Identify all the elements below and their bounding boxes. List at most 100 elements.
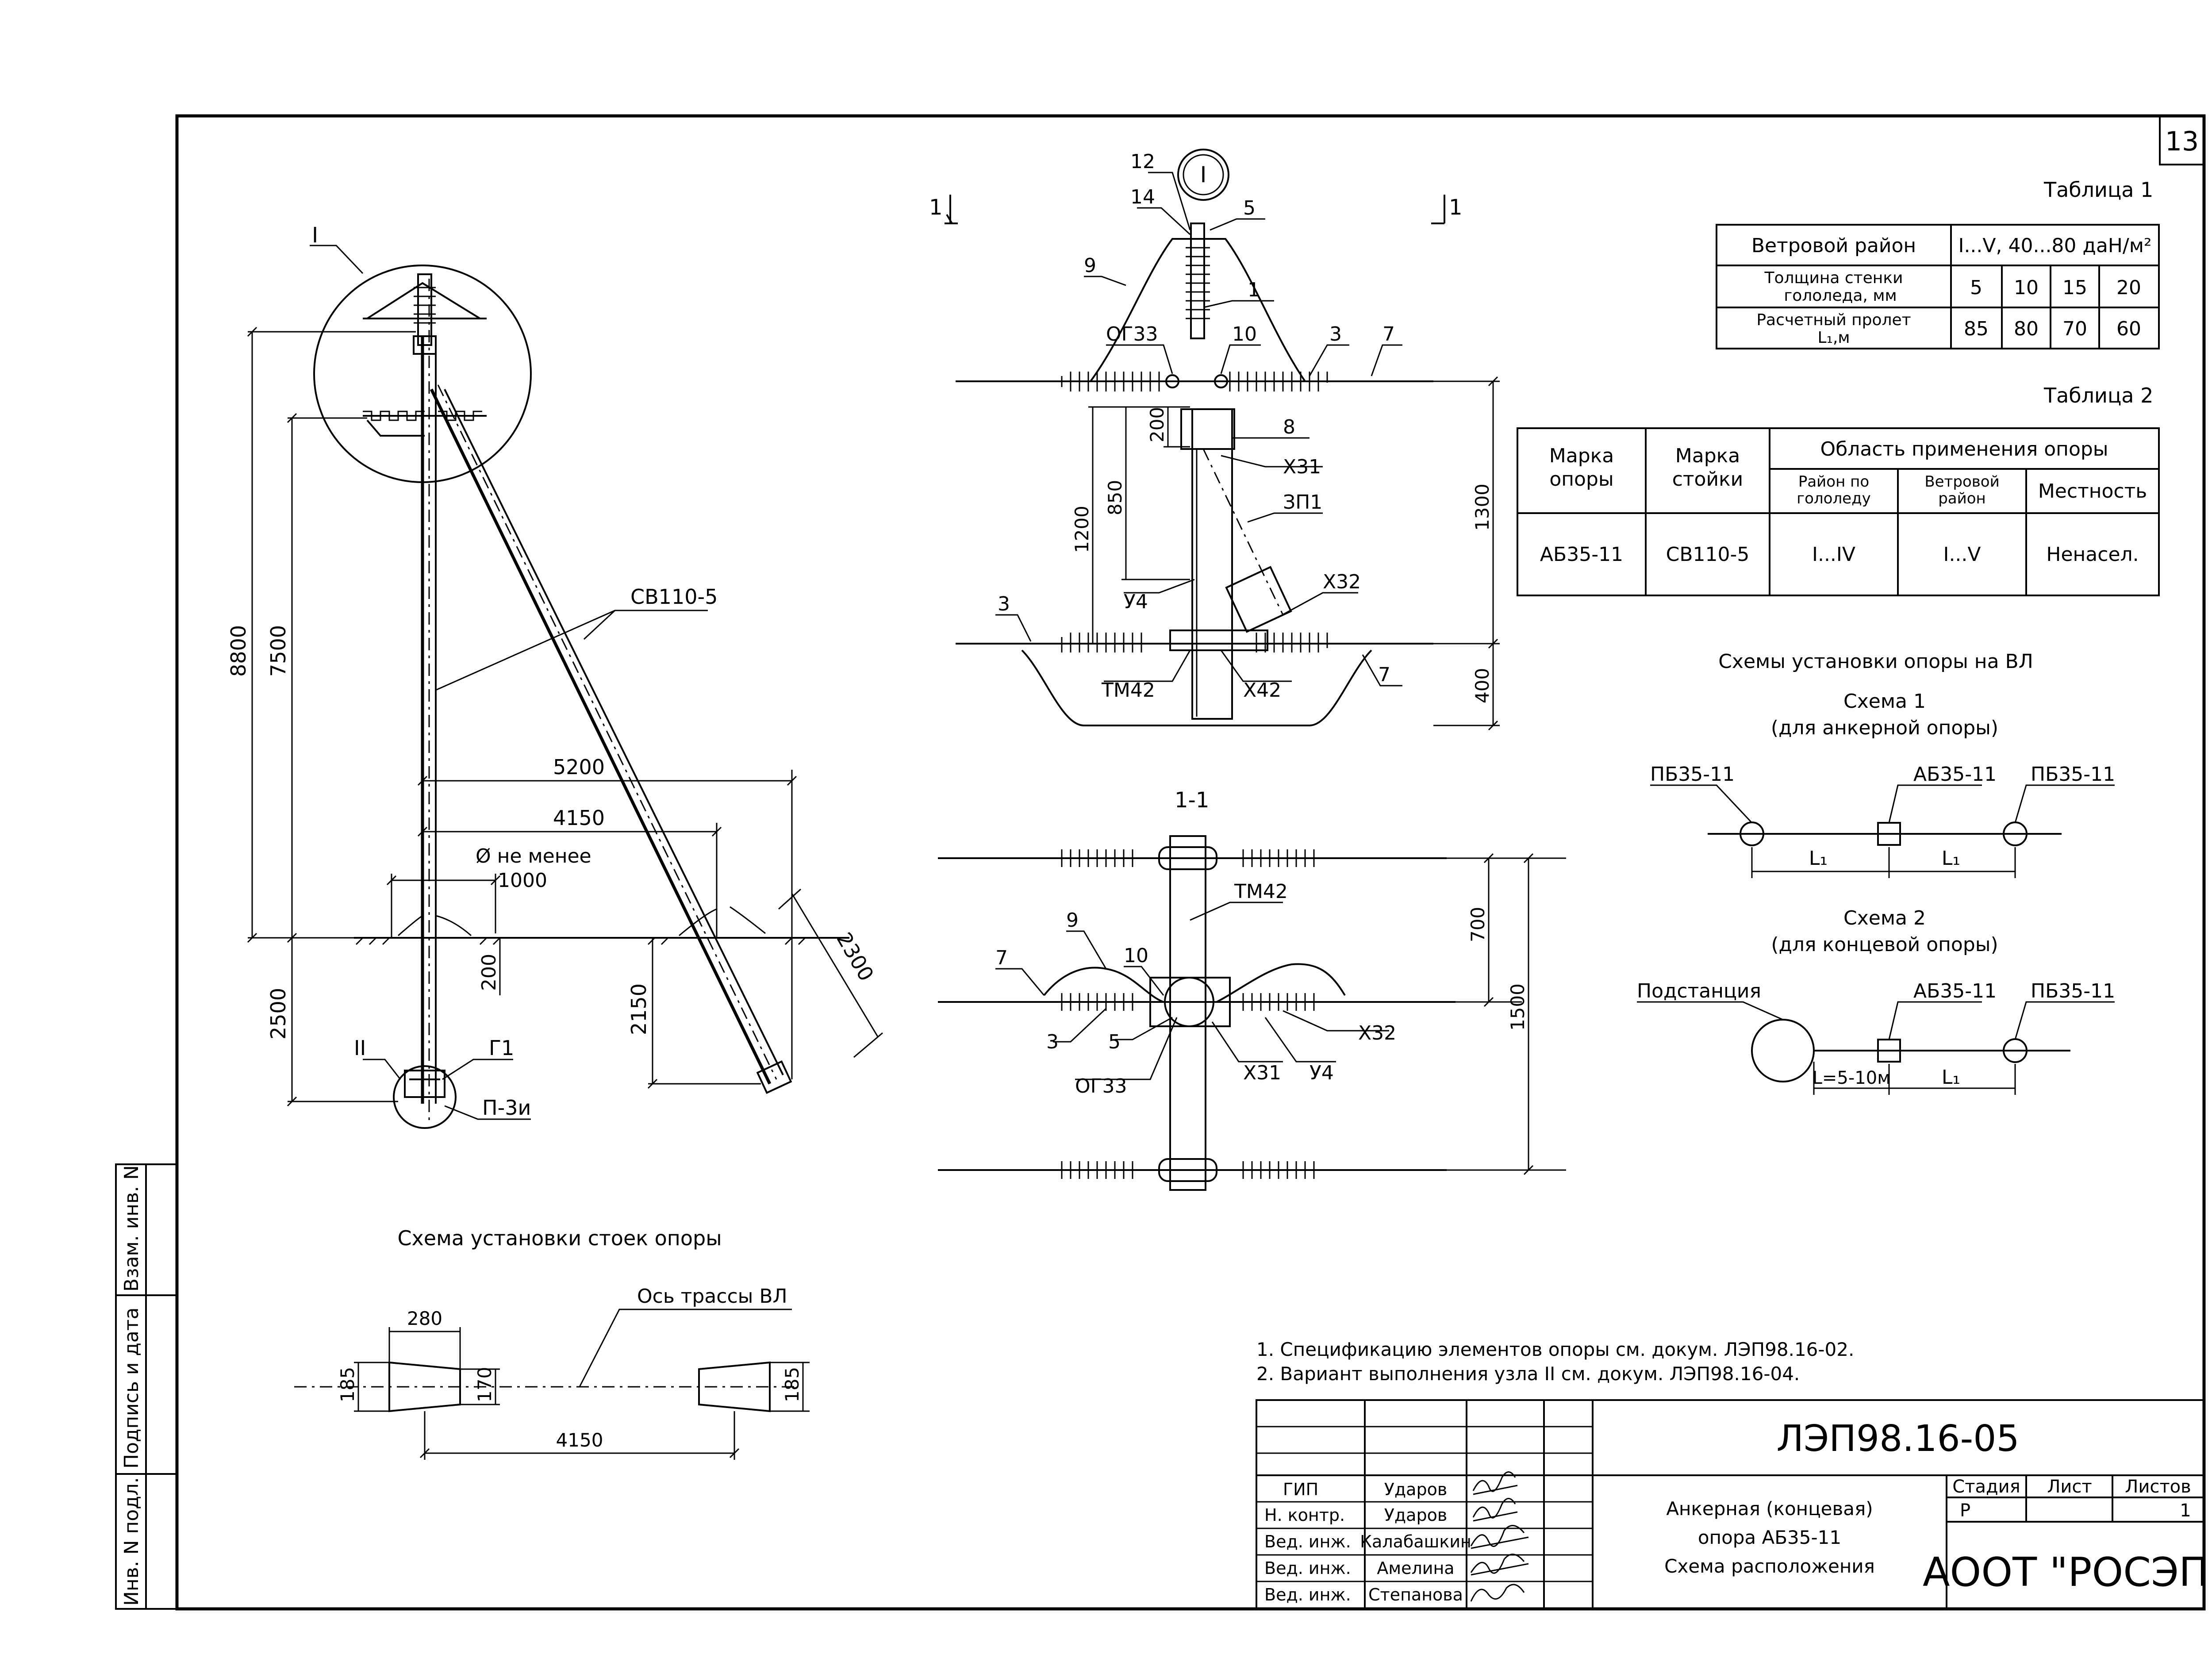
nl-og33: ОГ33 (1106, 323, 1158, 345)
t1-row2-v3: 20 (2116, 276, 2141, 299)
note-2: 2. Вариант выполнения узла II см. докум.… (1256, 1363, 1800, 1385)
t1-row1-value: I...V, 40...80 даН/м² (1958, 234, 2151, 257)
dim-4150: 4150 (553, 806, 605, 830)
t1-row3-v0: 85 (1964, 318, 1989, 340)
t2-ice-b: гололеду (1797, 490, 1870, 507)
nl-3b: 3 (998, 593, 1010, 615)
sheet-number: 13 (2165, 126, 2199, 157)
sl-x31: Х31 (1243, 1062, 1281, 1084)
dim-5200: 5200 (553, 755, 605, 779)
s1-l1-right: L₁ (1942, 847, 1960, 870)
t1-row1-label: Ветровой район (1751, 234, 1916, 257)
nl-12: 12 (1130, 150, 1155, 173)
scheme2-sub: (для концевой опоры) (1771, 933, 1998, 956)
t2-row-terrain: Ненасел. (2046, 543, 2139, 566)
section-title: 1-1 (1175, 788, 1209, 813)
sl-x32: Х32 (1358, 1022, 1396, 1044)
s1-pb-right: ПБ35-11 (2031, 763, 2115, 786)
elev-node-I-label: I (312, 223, 318, 248)
title-block: ЛЭП98.16-05 Анкерная (концевая) опора АБ… (1256, 1399, 2212, 1610)
t2-terrain: Местность (2038, 480, 2147, 503)
t2-row-mark: АБ35-11 (1540, 543, 1623, 566)
nl-14: 14 (1130, 186, 1155, 208)
nl-7b: 7 (1378, 664, 1390, 686)
t2-wind-a: Ветровой (1924, 473, 1999, 491)
side-stamp: Инв. N подл. Подпись и дата Взам. инв. N (115, 1163, 178, 1610)
posts-scheme-title: Схема установки стоек опоры (397, 1226, 722, 1250)
t2-row-ice: I...IV (1812, 543, 1855, 566)
table1-caption: Таблица 1 (2043, 178, 2153, 202)
sheet-header: Лист (2047, 1477, 2092, 1497)
sig-name-3: Амелина (1377, 1558, 1454, 1578)
section-mark-left: 1 (929, 195, 943, 220)
dia-label: Ø не менее (476, 845, 591, 867)
nd-850: 850 (1104, 480, 1126, 515)
sl-5: 5 (1108, 1031, 1121, 1053)
nl-zp1: ЗП1 (1283, 491, 1322, 514)
sig-role-4: Вед. инж. (1264, 1585, 1351, 1604)
dia-value: 1000 (498, 869, 547, 892)
t1-row2-v0: 5 (1970, 276, 1982, 299)
sig-role-2: Вед. инж. (1264, 1532, 1351, 1551)
handwritten-signatures (1470, 1471, 1529, 1602)
nl-3: 3 (1329, 323, 1342, 345)
t2-mark-post-a: Марка (1675, 445, 1740, 467)
dim-7500: 7500 (266, 625, 290, 677)
t1-row3-label-b: L₁,м (1817, 329, 1850, 347)
stage-header: Стадия (1952, 1477, 2020, 1497)
stamp-inv-podl: Инв. N подл. (120, 1477, 143, 1606)
dim-2500: 2500 (266, 988, 290, 1040)
nl-x42: Х42 (1243, 679, 1281, 702)
s2-l1: L₁ (1942, 1066, 1960, 1089)
doc-code: ЛЭП98.16-05 (1776, 1418, 2019, 1460)
signature-rows: ГИП Ударов Н. контр. Ударов Вед. инж. Ка… (1264, 1480, 1471, 1604)
dim-2300: 2300 (832, 929, 878, 985)
s2-substation: Подстанция (1637, 980, 1761, 1002)
dim-2150: 2150 (627, 983, 651, 1035)
scheme1-title: Схема 1 (1843, 690, 1926, 713)
elev-p3i-label: П-3и (482, 1096, 531, 1120)
nd-200: 200 (1146, 407, 1168, 442)
ps-4150: 4150 (556, 1429, 603, 1451)
t2-ice-a: Район по (1798, 473, 1869, 491)
sig-name-0: Ударов (1384, 1480, 1447, 1499)
t1-row2-v2: 15 (2062, 276, 2087, 299)
sl-u4: У4 (1310, 1062, 1334, 1084)
sheets-header: Листов (2125, 1477, 2191, 1497)
nl-8: 8 (1283, 416, 1295, 438)
node-I-marker: I (1200, 162, 1207, 188)
scheme1-sub: (для анкерной опоры) (1771, 717, 1998, 739)
nd-1200: 1200 (1071, 506, 1093, 553)
t1-row3-v2: 70 (2062, 318, 2087, 340)
t2-area: Область применения опоры (1820, 438, 2108, 461)
nl-10: 10 (1232, 323, 1257, 345)
sl-og33: ОГ33 (1075, 1075, 1127, 1098)
sig-name-4: Степанова (1368, 1585, 1463, 1604)
sd-700: 700 (1467, 907, 1489, 942)
nl-7: 7 (1382, 323, 1395, 345)
sig-name-1: Ударов (1384, 1505, 1447, 1525)
sl-9: 9 (1066, 909, 1079, 932)
sl-10: 10 (1124, 944, 1148, 967)
scheme2-title: Схема 2 (1843, 907, 1926, 929)
ps-185-left: 185 (337, 1367, 358, 1402)
nl-x31: Х31 (1283, 456, 1321, 478)
title-line-2: опора АБ35-11 (1698, 1527, 1841, 1548)
schemes-title: Схемы установки опоры на ВЛ (1718, 650, 2033, 673)
t1-row2-label-b: гололеда, мм (1784, 287, 1897, 305)
elev-g1-label: Г1 (489, 1036, 514, 1060)
sig-role-0: ГИП (1283, 1480, 1318, 1499)
t1-row2-label-a: Толщина стенки (1764, 269, 1903, 287)
ps-185-right: 185 (781, 1367, 803, 1402)
sheet-number-box (2159, 115, 2205, 165)
nd-1300: 1300 (1471, 484, 1493, 531)
t2-wind-b: район (1938, 490, 1986, 507)
t2-row-wind: I...V (1943, 543, 1981, 566)
s2-l-short: L=5-10м (1813, 1068, 1891, 1088)
nl-tm42: ТМ42 (1101, 679, 1155, 702)
s2-pb: ПБ35-11 (2031, 980, 2115, 1002)
t1-row2-v1: 10 (2014, 276, 2039, 299)
sig-role-3: Вед. инж. (1264, 1558, 1351, 1578)
nl-5: 5 (1243, 197, 1256, 219)
